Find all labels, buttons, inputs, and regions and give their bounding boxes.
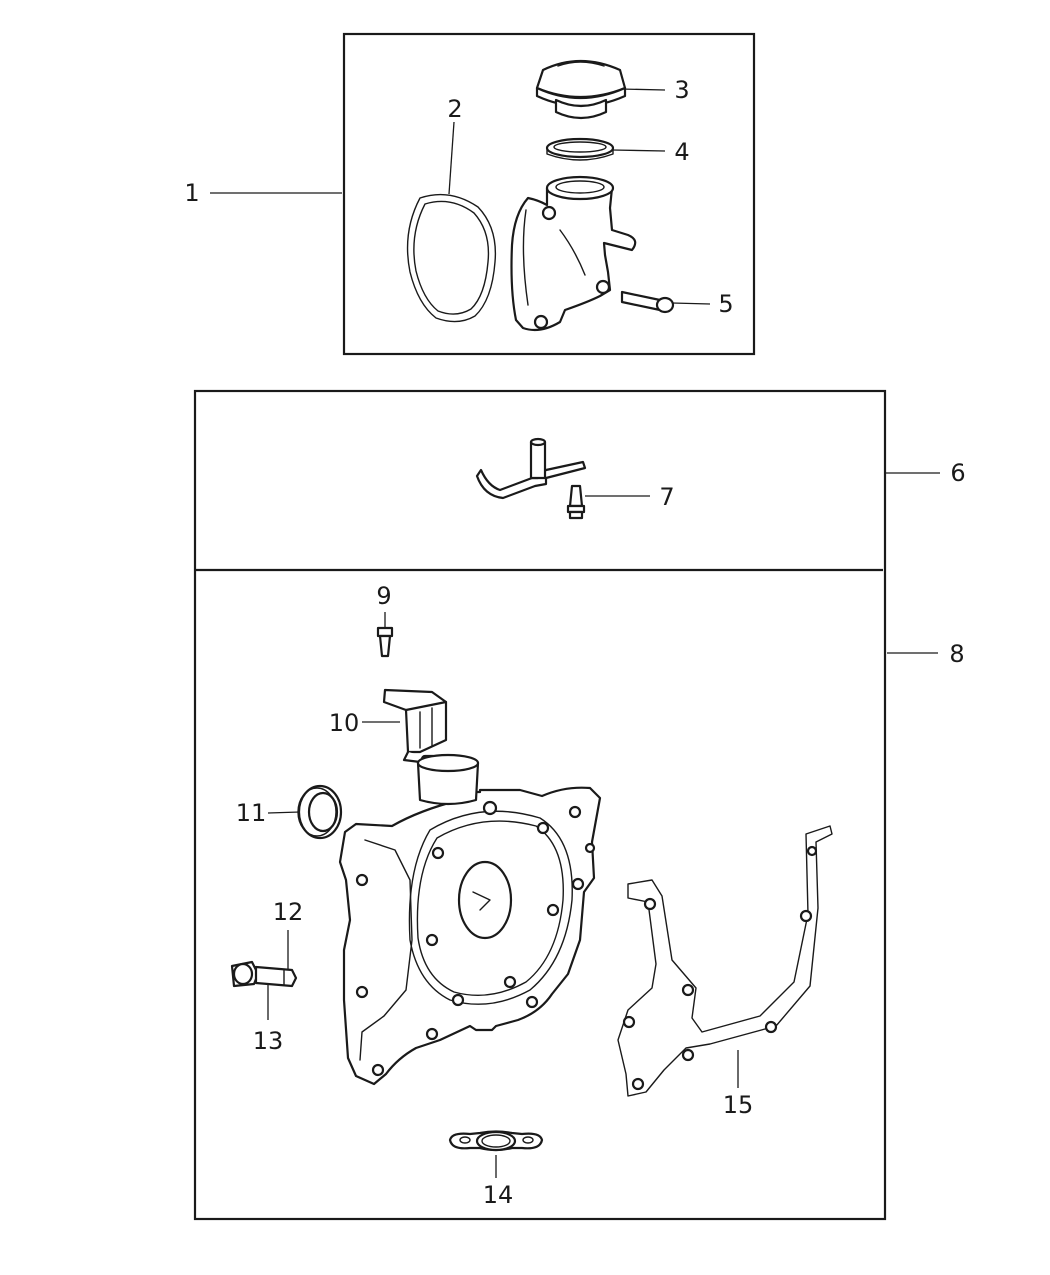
- callout-10: 10: [329, 709, 360, 737]
- assembly-box-1: [342, 32, 756, 356]
- callout-11: 11: [236, 799, 267, 827]
- callout-13: 13: [253, 1027, 284, 1055]
- callout-3: 3: [674, 76, 689, 104]
- leader-lines: [210, 88, 940, 1178]
- bolt-part-7: [566, 484, 586, 520]
- flange-gasket-part-14: [448, 1130, 544, 1152]
- callout-5: 5: [718, 290, 733, 318]
- housing-part-1: [510, 175, 637, 332]
- assembly-box-6: [193, 389, 887, 1221]
- callout-labels: 1 2 3 4 5 6 7 8 9 10 11 12 13 14 15: [184, 76, 965, 1209]
- callout-8: 8: [949, 640, 964, 668]
- filler-cap-part-3: [535, 59, 627, 120]
- tube-bracket-part-6: [475, 437, 587, 500]
- callout-14: 14: [483, 1181, 514, 1209]
- callout-15: 15: [723, 1091, 754, 1119]
- callout-7: 7: [659, 483, 674, 511]
- seal-ring-part-4: [545, 137, 615, 161]
- callout-1: 1: [184, 179, 199, 207]
- gasket-part-15: [617, 825, 833, 1097]
- callout-12: 12: [273, 898, 304, 926]
- bolt-part-5: [620, 290, 675, 314]
- bolt-part-9: [376, 626, 394, 658]
- callout-4: 4: [674, 138, 689, 166]
- callout-6: 6: [950, 459, 965, 487]
- callout-2: 2: [447, 95, 462, 123]
- callout-9: 9: [376, 582, 391, 610]
- front-cover-part-8: [338, 753, 602, 1086]
- gasket-part-2: [406, 193, 497, 323]
- seal-part-11: [297, 784, 343, 840]
- bolt-part-12-13: [230, 960, 298, 988]
